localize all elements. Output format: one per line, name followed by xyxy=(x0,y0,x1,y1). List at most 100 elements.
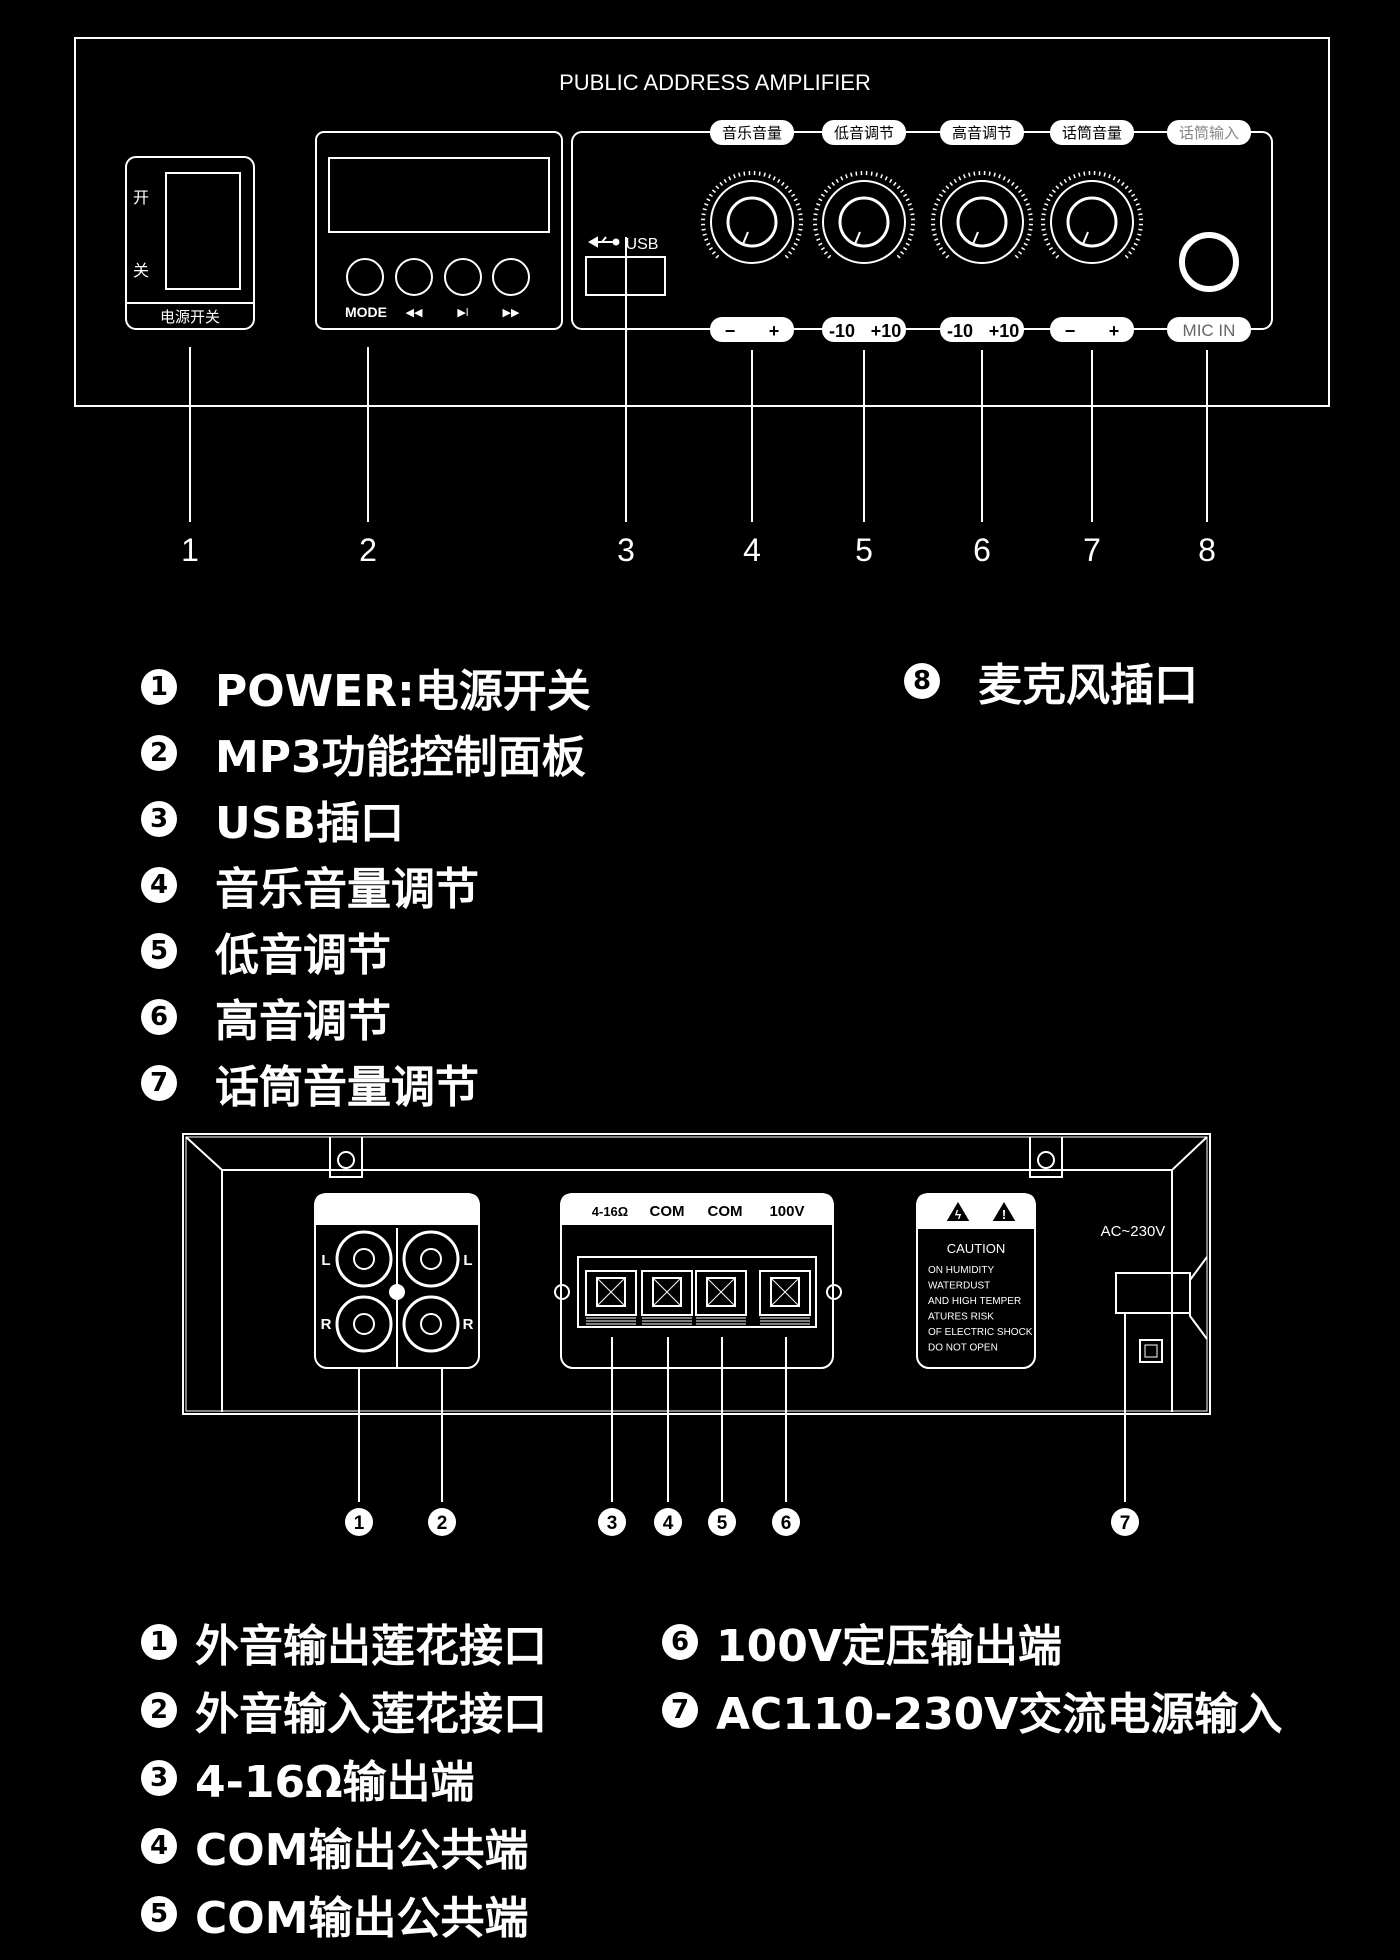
knob-tick xyxy=(845,174,848,179)
front-legend-text: MP3功能控制面板 xyxy=(215,732,586,783)
knob-min-label: -10 xyxy=(947,321,973,341)
knob-cap[interactable] xyxy=(726,196,778,248)
terminal-4[interactable] xyxy=(759,1270,811,1325)
knob-tick xyxy=(1042,208,1047,211)
terminal-label-2: COM xyxy=(650,1203,685,1220)
rca-out-r[interactable] xyxy=(335,1295,393,1353)
knob-tick xyxy=(1124,254,1129,259)
rca-in-l[interactable] xyxy=(402,1230,460,1288)
front-legend-number: 8 xyxy=(904,663,940,699)
caution-line: WATERDUST xyxy=(928,1281,990,1292)
mode-button[interactable] xyxy=(346,258,384,296)
rear-callout-6: 6 xyxy=(772,1508,800,1536)
knob-tick xyxy=(1027,208,1032,211)
knob-tick xyxy=(1059,181,1064,186)
knob-cap[interactable] xyxy=(956,196,1008,248)
front-callout-4: 4 xyxy=(743,532,761,568)
knob-tick xyxy=(711,189,716,194)
knob-tick xyxy=(797,233,802,236)
caution-label xyxy=(916,1193,1036,1369)
knob-cap[interactable] xyxy=(1066,196,1118,248)
rear-legend-text: 4-16Ω输出端 xyxy=(195,1757,475,1808)
rear-callout-badge xyxy=(708,1508,736,1536)
knob-tick xyxy=(910,213,915,216)
ac-voltage-label: AC~230V xyxy=(1101,1223,1166,1240)
rear-legend-number: 6 xyxy=(662,1624,698,1660)
knob-tick xyxy=(788,250,793,255)
front-callout-6: 6 xyxy=(973,532,991,568)
front-legend-number: 2 xyxy=(141,735,177,771)
knob-tick xyxy=(818,242,823,246)
knob-tick xyxy=(1027,233,1032,236)
knob-2[interactable]: 低音调节-10+10 xyxy=(813,120,915,342)
knob-cap[interactable] xyxy=(838,196,890,248)
knob-tick xyxy=(820,193,825,198)
knob-tick xyxy=(793,242,798,246)
rear-callout-number: 1 xyxy=(354,1513,365,1534)
knob-tick xyxy=(900,189,905,194)
knob-tick xyxy=(1055,185,1060,190)
terminal-2[interactable] xyxy=(641,1270,693,1325)
knob-tick xyxy=(896,185,901,190)
knob-tick xyxy=(892,181,897,186)
rear-legend-number: 5 xyxy=(141,1896,177,1932)
mic-jack[interactable] xyxy=(1179,232,1239,292)
knob-tick xyxy=(1041,213,1046,216)
knob-tick xyxy=(816,238,821,241)
knob-pointer xyxy=(972,231,979,245)
terminal-screw-slot xyxy=(652,1277,682,1307)
rear-callout-badge xyxy=(598,1508,626,1536)
knob-max-label: +10 xyxy=(989,321,1020,341)
knob-min-label: − xyxy=(1065,321,1076,341)
knob-tick xyxy=(788,189,793,194)
knob-min-label: -10 xyxy=(829,321,855,341)
usb-label: USB xyxy=(626,236,659,253)
knob-tick xyxy=(1006,178,1011,183)
knob-4[interactable]: 话筒音量−+ xyxy=(1041,120,1143,342)
terminal-screw-slot xyxy=(770,1277,800,1307)
knob-tick xyxy=(949,181,954,186)
rca-in-r[interactable] xyxy=(402,1295,460,1353)
knob-tick xyxy=(963,174,966,179)
knob-tick xyxy=(702,233,707,236)
knob-tick xyxy=(823,189,828,194)
knob-tick xyxy=(850,172,853,177)
knob-tick xyxy=(823,250,828,255)
rear-legend-number: 4 xyxy=(141,1828,177,1864)
knob-label: 音乐音量 xyxy=(722,124,782,142)
power-switch[interactable] xyxy=(125,156,255,330)
next-button[interactable] xyxy=(492,258,530,296)
rca-right-label-in: R xyxy=(463,1316,474,1333)
knob-tick xyxy=(814,233,819,236)
knob-tick xyxy=(795,238,800,241)
knob-pointer xyxy=(854,231,861,245)
rear-legend-text: 100V定压输出端 xyxy=(716,1621,1062,1672)
front-legend-text: POWER:电源开关 xyxy=(215,666,591,717)
knob-tick xyxy=(733,174,736,179)
knob-tick xyxy=(1103,172,1106,177)
knob-tick xyxy=(993,172,996,177)
knob-1[interactable]: 音乐音量−+ xyxy=(701,120,803,342)
knob-ring xyxy=(1050,180,1134,264)
usb-icon xyxy=(587,236,620,248)
knob-tick xyxy=(941,250,946,255)
terminal-1[interactable] xyxy=(585,1270,637,1325)
rear-legend-number: 3 xyxy=(141,1760,177,1796)
rca-out-l[interactable] xyxy=(335,1230,393,1288)
knob-tick xyxy=(903,193,908,198)
terminal-3[interactable] xyxy=(695,1270,747,1325)
knob-tick xyxy=(704,203,709,206)
front-panel-outline xyxy=(74,37,1330,407)
speaker-terminal-block xyxy=(554,1193,842,1369)
prev-button[interactable] xyxy=(395,258,433,296)
play-button[interactable] xyxy=(444,258,482,296)
front-legend-item-4: 4 音乐音量调节 xyxy=(141,853,479,917)
knob-label: 高音调节 xyxy=(952,124,1012,142)
prev-icon: ◀◀ xyxy=(406,307,423,319)
front-legend-number: 4 xyxy=(141,867,177,903)
rear-legend-item-2: 2 外音输入莲花接口 xyxy=(141,1678,547,1742)
knob-tick xyxy=(719,181,724,186)
knob-tick xyxy=(780,181,785,186)
knob-tick xyxy=(758,171,761,176)
knob-3[interactable]: 高音调节 -10 +10 xyxy=(931,120,1033,342)
